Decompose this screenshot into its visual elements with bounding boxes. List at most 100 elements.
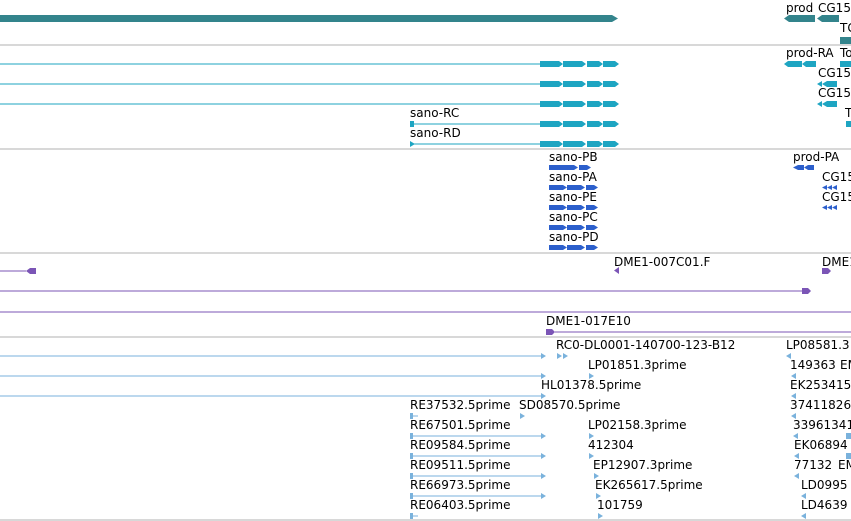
est-label[interactable]: EM (840, 358, 851, 372)
est-label[interactable]: RE67501.5prime (410, 418, 511, 432)
protein-label-sano-pc[interactable]: sano-PC (549, 210, 598, 224)
est-label[interactable]: LD0995 (801, 478, 848, 492)
clone-feature[interactable] (0, 288, 811, 294)
transcript-label-cg15[interactable]: CG15 (818, 66, 851, 80)
gene-feature-sano[interactable] (0, 15, 618, 22)
est-feature-149363[interactable] (791, 373, 796, 379)
gene-label-partial[interactable]: TG (840, 21, 851, 35)
est-feature-77132[interactable] (794, 473, 799, 479)
protein-sano-pd[interactable] (549, 245, 598, 250)
gene-feature-partial[interactable] (840, 37, 851, 44)
protein-label-sano-pd[interactable]: sano-PD (549, 230, 599, 244)
est-label[interactable]: RE09584.5prime (410, 438, 511, 452)
est-feature-lp08581[interactable] (786, 353, 791, 359)
est-label[interactable]: 37411826 (790, 398, 851, 412)
transcript-row[interactable] (0, 81, 619, 87)
protein-label-cg15[interactable]: CG15 (822, 190, 851, 204)
est-feature-re09511[interactable] (410, 473, 546, 479)
est-feature-partial[interactable] (846, 433, 851, 439)
est-label[interactable]: 33961341 (793, 418, 851, 432)
est-feature-rc0-dl0001[interactable] (557, 353, 568, 359)
protein-label-sano-pb[interactable]: sano-PB (549, 150, 598, 164)
est-label[interactable]: LP02158.3prime (588, 418, 687, 432)
transcript-sano-rd[interactable] (410, 141, 619, 147)
est-feature-ld4639[interactable] (801, 513, 806, 519)
gene-label-cg15[interactable]: CG15 (818, 1, 851, 15)
transcript-label-cg15[interactable]: CG15 (818, 86, 851, 100)
est-feature-sd08570[interactable] (520, 413, 525, 419)
est-label[interactable]: EK253415 (790, 378, 851, 392)
protein-label-cg15[interactable]: CG15 (822, 170, 851, 184)
est-label[interactable]: LP08581.3 (786, 338, 850, 352)
est-feature-ek265617[interactable] (596, 493, 601, 499)
protein-label-sano-pa[interactable]: sano-PA (549, 170, 597, 184)
protein-sano-pe[interactable] (549, 205, 598, 210)
transcript-partial[interactable] (840, 61, 851, 67)
protein-label-prod-pa[interactable]: prod-PA (793, 150, 840, 164)
est-feature-re37532[interactable] (410, 413, 418, 419)
est-feature-101759[interactable] (598, 513, 603, 519)
protein-label-sano-pe[interactable]: sano-PE (549, 190, 597, 204)
transcript-sano-rc[interactable] (410, 121, 619, 127)
clone-feature-partial[interactable] (822, 268, 831, 274)
transcript-partial[interactable] (846, 121, 851, 127)
est-label[interactable]: RC0-DL0001-140700-123-B12 (556, 338, 736, 352)
est-label[interactable]: HL01378.5prime (541, 378, 642, 392)
protein-sano-pa[interactable] (549, 185, 598, 190)
est-label[interactable]: 77132 (794, 458, 833, 472)
est-feature-33961341[interactable] (793, 433, 798, 439)
est-feature-partial[interactable] (846, 453, 851, 459)
gene-feature-prod[interactable] (784, 15, 815, 22)
transcript-cg15[interactable] (817, 101, 837, 107)
est-label[interactable]: RE09511.5prime (410, 458, 511, 472)
est-label[interactable]: EK06894 (794, 438, 848, 452)
gene-label-prod[interactable]: prod (786, 1, 814, 15)
est-feature-re06403[interactable] (410, 513, 418, 519)
clone-label-partial[interactable]: DME1 (822, 255, 851, 269)
est-feature-ep12907[interactable] (594, 473, 599, 479)
est-label[interactable]: EK265617.5prime (595, 478, 703, 492)
est-label[interactable]: 101759 (597, 498, 643, 512)
est-feature-re67501[interactable] (410, 433, 546, 439)
est-label[interactable]: EM (838, 458, 851, 472)
clone-feature[interactable] (0, 268, 36, 274)
est-feature-ek253415[interactable] (791, 393, 796, 399)
transcript-label-sano-rd[interactable]: sano-RD (410, 126, 461, 140)
transcript-label-sano-rc[interactable]: sano-RC (410, 106, 460, 120)
clone-feature-dme1-007c01[interactable] (614, 267, 619, 274)
est-label[interactable]: 412304 (588, 438, 634, 452)
transcript-label-prod-ra[interactable]: prod-RA (786, 46, 834, 60)
transcript-row[interactable] (0, 61, 619, 67)
est-feature-412304[interactable] (589, 453, 594, 459)
transcript-label-partial[interactable]: T (845, 106, 851, 120)
est-label[interactable]: RE37532.5prime (410, 398, 511, 412)
transcript-label-partial[interactable]: To (840, 46, 851, 60)
est-label[interactable]: RE66973.5prime (410, 478, 511, 492)
est-label[interactable]: RE06403.5prime (410, 498, 511, 512)
est-feature-lp01851[interactable] (589, 373, 594, 379)
est-feature[interactable] (0, 353, 546, 359)
protein-prod-pa[interactable] (793, 165, 814, 170)
protein-sano-pb[interactable] (549, 165, 591, 170)
est-label[interactable]: LD4639 (801, 498, 848, 512)
est-feature-re66973[interactable] (410, 493, 546, 499)
clone-feature-dme1-017e10[interactable] (546, 329, 851, 335)
transcript-cg15[interactable] (817, 81, 837, 87)
transcript-row[interactable] (0, 101, 619, 107)
protein-cg15[interactable] (822, 205, 837, 210)
est-feature[interactable] (0, 393, 546, 399)
clone-label-dme1-017e10[interactable]: DME1-017E10 (546, 314, 631, 328)
est-label[interactable]: SD08570.5prime (519, 398, 621, 412)
est-feature[interactable] (0, 373, 546, 379)
clone-label-dme1-007c01[interactable]: DME1-007C01.F (614, 255, 711, 269)
est-label[interactable]: LP01851.3prime (588, 358, 687, 372)
protein-sano-pc[interactable] (549, 225, 598, 230)
est-feature-ek06894[interactable] (794, 453, 799, 459)
est-label[interactable]: 149363 (790, 358, 836, 372)
transcript-prod-ra[interactable] (784, 61, 816, 67)
est-feature-re09584[interactable] (410, 453, 546, 459)
gene-feature-cg15[interactable] (817, 15, 839, 22)
est-label[interactable]: EP12907.3prime (593, 458, 693, 472)
est-feature-lp02158[interactable] (589, 433, 594, 439)
est-feature-37411826[interactable] (791, 413, 796, 419)
